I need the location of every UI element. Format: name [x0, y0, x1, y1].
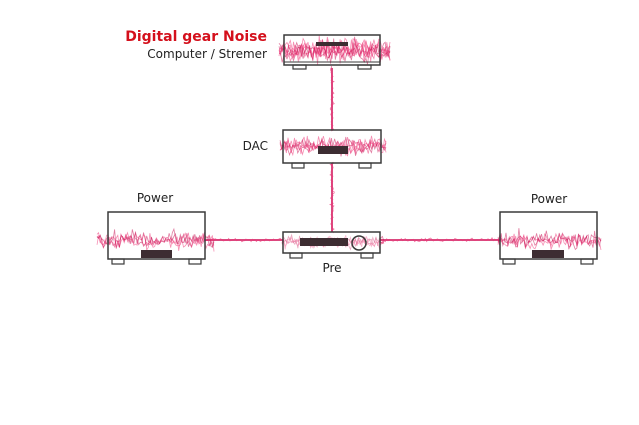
source-display: [316, 42, 348, 46]
power-right-display: [532, 250, 564, 258]
pre-foot-left: [289, 252, 303, 259]
source-body: [283, 34, 381, 66]
power-left-device: [107, 211, 206, 265]
diagram-title: Digital gear Noise: [125, 29, 267, 45]
source-foot-right: [357, 64, 372, 70]
power-left-foot-right: [188, 258, 202, 265]
dac-display: [318, 146, 348, 154]
dac-body: [282, 129, 382, 164]
cables: [205, 68, 500, 241]
source-noise-wave: [278, 42, 391, 62]
pre-label: Pre: [322, 261, 341, 275]
cable-right-noise-wave: [379, 236, 501, 243]
cable-left-noise-wave: [204, 237, 285, 243]
dac-foot-right: [358, 162, 372, 169]
source-device: [283, 34, 381, 70]
power-right-body: [499, 211, 598, 260]
dac-device: [282, 129, 382, 169]
cable-middle-noise-wave: [328, 161, 335, 234]
source-label: Computer / Stremer: [147, 47, 267, 61]
pre-foot-right: [360, 252, 374, 259]
pre-volume-knob: [351, 235, 367, 251]
power-left-body: [107, 211, 206, 260]
power-left-noise-wave: [96, 227, 215, 249]
source-noise-wave: [278, 39, 391, 64]
power-right-foot-right: [580, 258, 594, 265]
power-right-noise-wave: [497, 228, 602, 251]
power-left-label: Power: [137, 191, 173, 205]
power-left-noise-wave: [96, 231, 215, 252]
power-right-label: Power: [531, 192, 567, 206]
power-right-device: [499, 211, 598, 265]
cable-top-noise-wave: [329, 65, 335, 132]
source-foot-left: [292, 64, 307, 70]
pre-device: [282, 231, 381, 259]
power-left-display: [141, 250, 172, 258]
dac-label: DAC: [243, 139, 268, 153]
noise-layer: [96, 35, 602, 252]
dac-foot-left: [291, 162, 305, 169]
pre-display: [300, 238, 348, 246]
power-right-foot-left: [502, 258, 516, 265]
power-left-foot-left: [111, 258, 125, 265]
power-right-noise-wave: [497, 230, 602, 250]
